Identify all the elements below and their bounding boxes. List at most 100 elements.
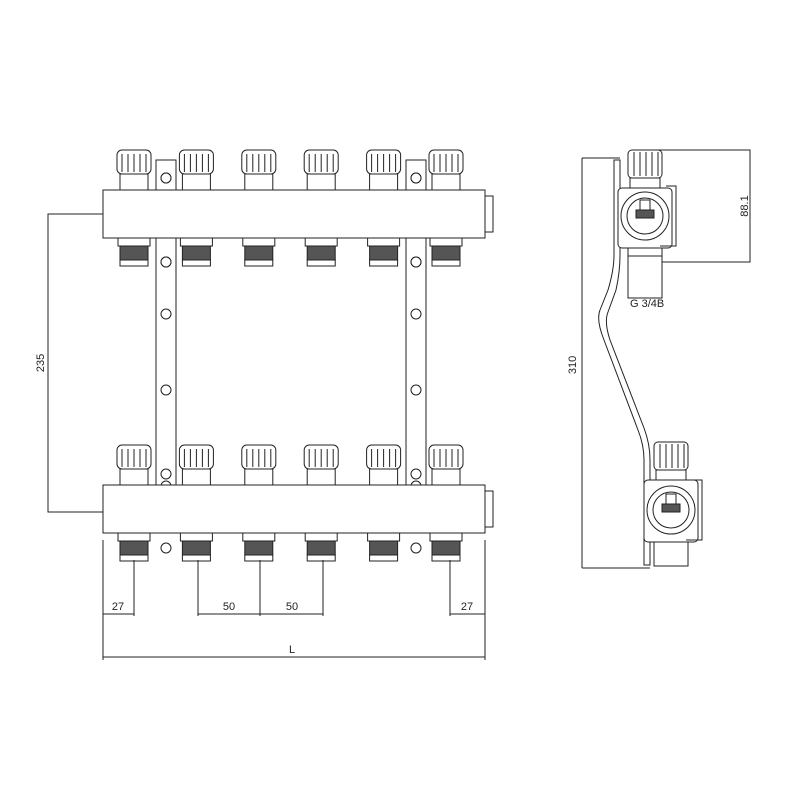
valve-cap bbox=[116, 149, 152, 191]
cap-body bbox=[431, 468, 461, 486]
outlet-thread bbox=[431, 245, 461, 261]
outlet-nut bbox=[429, 532, 463, 542]
bottom-manifold bbox=[102, 444, 494, 562]
outlet-connector bbox=[367, 237, 401, 267]
bracket-screw bbox=[410, 256, 422, 268]
valve-cap bbox=[178, 444, 214, 486]
cap-body bbox=[181, 468, 211, 486]
outlet-end bbox=[244, 554, 274, 562]
outlet-nut bbox=[117, 532, 151, 542]
outlet-connector bbox=[304, 532, 338, 562]
outlet-nut bbox=[242, 237, 276, 247]
valve-cap bbox=[241, 149, 277, 191]
dimension-50-lines bbox=[197, 560, 324, 616]
cap-body bbox=[119, 468, 149, 486]
bracket-screw bbox=[410, 468, 422, 480]
bracket-hole bbox=[160, 384, 172, 396]
outlet-connector bbox=[179, 237, 213, 267]
outlet-thread bbox=[181, 540, 211, 556]
outlet-thread bbox=[369, 540, 399, 556]
valve-cap bbox=[303, 149, 339, 191]
cap-body bbox=[181, 173, 211, 191]
outlet-nut bbox=[117, 237, 151, 247]
dimension-L-line bbox=[102, 540, 486, 660]
outlet-connector bbox=[304, 237, 338, 267]
cap-body bbox=[244, 468, 274, 486]
valve-cap bbox=[366, 444, 402, 486]
cap-body bbox=[369, 468, 399, 486]
cap-body bbox=[369, 173, 399, 191]
front-view bbox=[102, 149, 494, 562]
outlet-thread bbox=[369, 245, 399, 261]
cap-body bbox=[244, 173, 274, 191]
outlet-nut bbox=[304, 532, 338, 542]
outlet-connector bbox=[242, 237, 276, 267]
bracket-1 bbox=[155, 159, 177, 531]
outlet-thread bbox=[119, 540, 149, 556]
outlet-connector bbox=[179, 532, 213, 562]
valve-cap bbox=[178, 149, 214, 191]
bracket-screw bbox=[160, 172, 172, 184]
outlet-thread bbox=[244, 540, 274, 556]
outlet-nut bbox=[304, 237, 338, 247]
cap-body bbox=[431, 173, 461, 191]
top-manifold-side bbox=[617, 149, 677, 299]
outlet-nut bbox=[179, 237, 213, 247]
dimension-235-line bbox=[47, 213, 103, 513]
manifold-bar bbox=[102, 484, 486, 534]
outlet-thread bbox=[306, 245, 336, 261]
valve-cap bbox=[366, 149, 402, 191]
outlet-end bbox=[369, 554, 399, 562]
outlet-end bbox=[181, 259, 211, 267]
outlet-nut bbox=[429, 237, 463, 247]
bracket-screw bbox=[410, 542, 422, 554]
dimension-235-label: 235 bbox=[35, 354, 47, 372]
outlet-connector bbox=[429, 532, 463, 562]
outlet-connector bbox=[429, 237, 463, 267]
dimension-L-label: L bbox=[289, 644, 295, 656]
dimension-27-right-line bbox=[449, 560, 485, 616]
dimension-88-label: 88.1 bbox=[739, 195, 751, 216]
outlet-end bbox=[431, 554, 461, 562]
outlet-nut bbox=[367, 237, 401, 247]
bottom-manifold-side bbox=[643, 441, 703, 567]
top-manifold bbox=[102, 149, 494, 267]
dimension-310-label: 310 bbox=[567, 356, 579, 374]
dimension-50-label-1: 50 bbox=[223, 601, 235, 613]
outlet-thread bbox=[431, 540, 461, 556]
cap-body bbox=[119, 173, 149, 191]
valve-cap bbox=[116, 444, 152, 486]
bracket-hole bbox=[410, 308, 422, 320]
outlet-end bbox=[369, 259, 399, 267]
dimension-27-right-label: 27 bbox=[461, 601, 473, 613]
valve-cap bbox=[428, 444, 464, 486]
outlet-end bbox=[119, 259, 149, 267]
outlet-connector bbox=[117, 237, 151, 267]
bracket-screw bbox=[410, 172, 422, 184]
valve-cap bbox=[303, 444, 339, 486]
outlet-end bbox=[244, 259, 274, 267]
manifold-bar bbox=[102, 189, 486, 239]
bracket-screw bbox=[160, 542, 172, 554]
manifold-end-cap bbox=[484, 195, 494, 233]
outlet-nut bbox=[179, 532, 213, 542]
outlet-end bbox=[306, 259, 336, 267]
outlet-nut bbox=[242, 532, 276, 542]
bracket-hole bbox=[410, 384, 422, 396]
dimension-27-left-label: 27 bbox=[112, 601, 124, 613]
outlet-thread bbox=[306, 540, 336, 556]
outlet-connector bbox=[367, 532, 401, 562]
outlet-thread bbox=[244, 245, 274, 261]
bracket-screw bbox=[160, 256, 172, 268]
outlet-end bbox=[306, 554, 336, 562]
dimension-88-line bbox=[640, 149, 751, 263]
outlet-nut bbox=[367, 532, 401, 542]
bracket-screw bbox=[160, 468, 172, 480]
front-dimensions: 235 L 27 50 50 27 bbox=[35, 213, 486, 660]
dimension-27-left-line bbox=[103, 560, 135, 616]
valve-cap bbox=[241, 444, 277, 486]
outlet-end bbox=[181, 554, 211, 562]
outlet-connector bbox=[242, 532, 276, 562]
thread-label: G 3/4B bbox=[630, 298, 664, 310]
